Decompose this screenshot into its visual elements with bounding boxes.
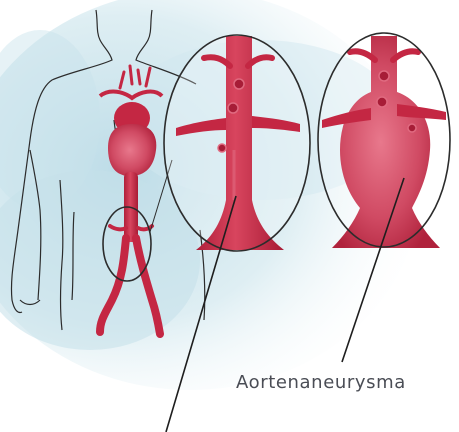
aneurysm-label: Aortenaneurysma [236,372,406,393]
aneurysm-aorta-zoom [318,33,450,248]
healthy-aorta-zoom [164,35,310,251]
